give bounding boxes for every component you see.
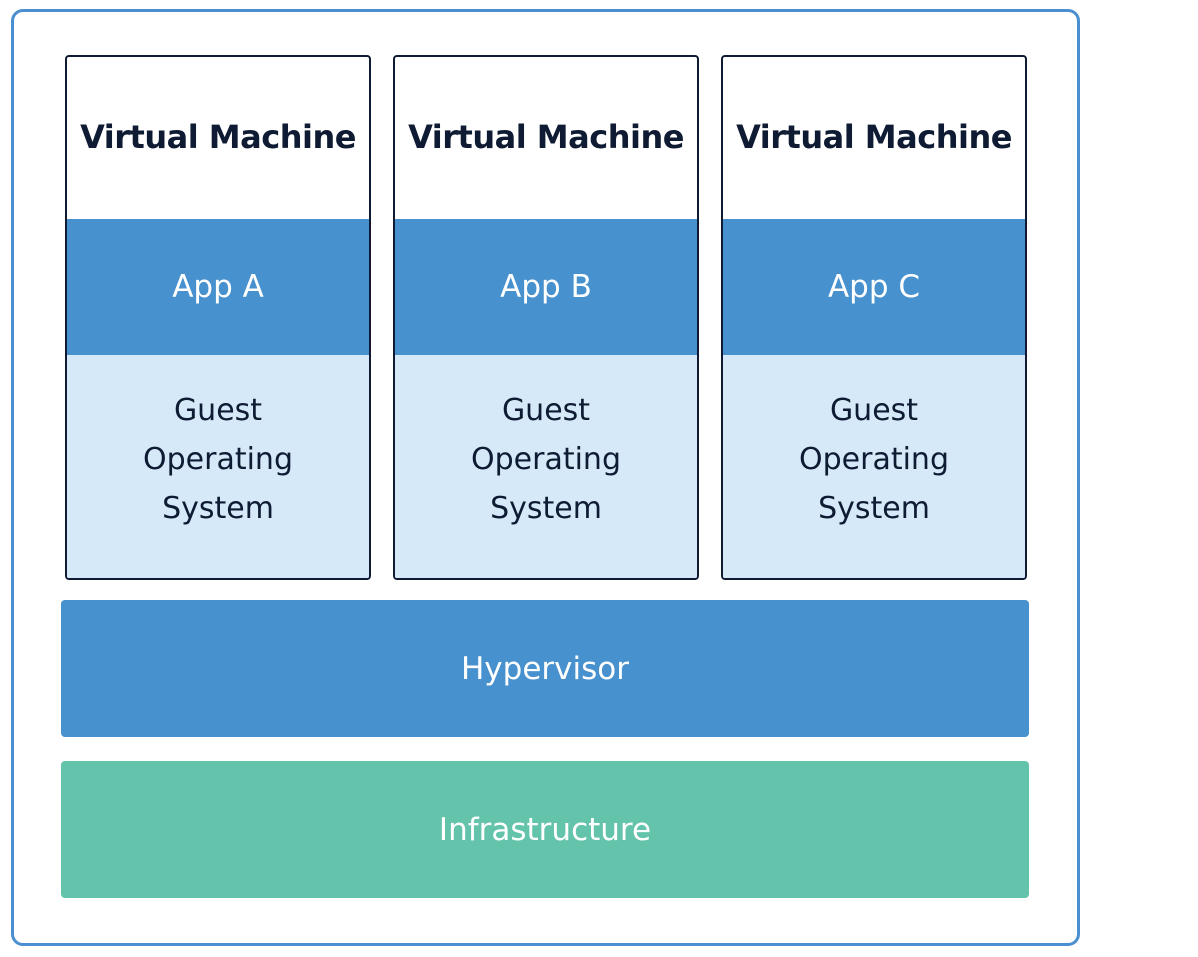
virtual-machine-a: Virtual Machine App A Guest Operating Sy… bbox=[65, 55, 371, 580]
guest-os-layer: Guest Operating System bbox=[67, 355, 369, 578]
virtual-machine-b: Virtual Machine App B Guest Operating Sy… bbox=[393, 55, 699, 580]
app-a-layer: App A bbox=[67, 219, 369, 355]
infrastructure-layer: Infrastructure bbox=[61, 761, 1029, 898]
vm-title: Virtual Machine bbox=[736, 118, 1012, 156]
vm-title: Virtual Machine bbox=[80, 118, 356, 156]
hypervisor-layer: Hypervisor bbox=[61, 600, 1029, 737]
vm-title: Virtual Machine bbox=[408, 118, 684, 156]
guest-os-layer: Guest Operating System bbox=[395, 355, 697, 578]
virtual-machine-c: Virtual Machine App C Guest Operating Sy… bbox=[721, 55, 1027, 580]
app-c-layer: App C bbox=[723, 219, 1025, 355]
guest-os-layer: Guest Operating System bbox=[723, 355, 1025, 578]
app-b-layer: App B bbox=[395, 219, 697, 355]
